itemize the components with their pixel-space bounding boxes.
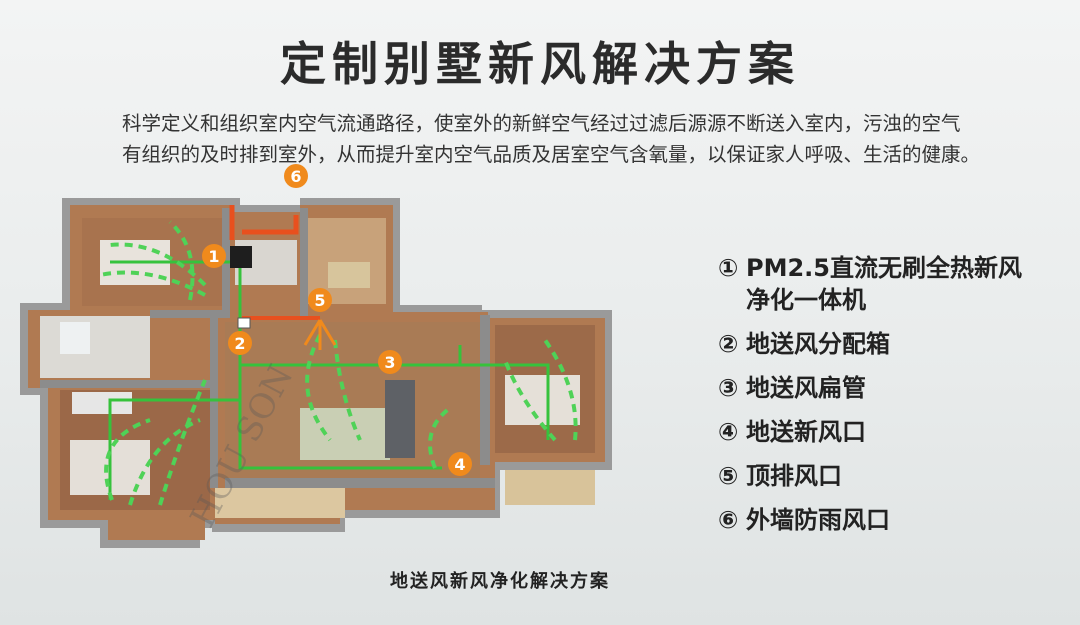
marker-label: 1	[208, 247, 219, 266]
balcony	[215, 488, 345, 518]
bathroom-left	[40, 316, 150, 378]
exhaust-vent	[303, 319, 337, 350]
legend-number: ②	[718, 330, 739, 358]
air-purifier-unit	[230, 246, 252, 268]
legend-number: ③	[718, 374, 739, 402]
description: 科学定义和组织室内空气流通路径，使室外的新鲜空气经过过滤后源源不断送入室内，污浊…	[122, 108, 1042, 170]
marker-label: 4	[454, 455, 465, 474]
marker-5: 5	[308, 288, 332, 312]
marker-1: 1	[202, 244, 226, 268]
legend-text: 外墙防雨风口	[746, 506, 890, 534]
floor-plan-diagram: HOU SON 1 2 3 4 5 6	[20, 164, 612, 548]
legend-text: 地送风扁管	[746, 374, 866, 402]
marker-6: 6	[284, 164, 308, 188]
marker-label: 5	[314, 291, 325, 310]
legend-number: ⑥	[718, 506, 739, 534]
legend-text: 地送风分配箱	[746, 330, 890, 358]
legend-number: ①	[718, 254, 739, 282]
legend-text: PM2.5直流无刷全热新风	[746, 254, 1022, 282]
legend-text-line2: 净化一体机	[746, 286, 866, 314]
rug	[300, 408, 390, 460]
marker-label: 3	[384, 353, 395, 372]
airflow-arrows	[99, 220, 578, 506]
marker-4: 4	[448, 452, 472, 476]
legend-text: 顶排风口	[746, 462, 842, 490]
page-title: 定制别墅新风解决方案	[280, 37, 800, 91]
balcony	[505, 470, 595, 505]
legend-number: ④	[718, 418, 739, 446]
marker-3: 3	[378, 350, 402, 374]
marker-label: 2	[234, 334, 245, 353]
marker-2: 2	[228, 331, 252, 355]
marker-label: 6	[290, 167, 301, 186]
description-line: 有组织的及时排到室外，从而提升室内空气品质及居室空气含氧量，以保证家人呼吸、生活…	[122, 143, 981, 166]
sofa	[385, 380, 415, 458]
diagram-caption: 地送风新风净化解决方案	[390, 571, 610, 592]
legend-number: ⑤	[718, 462, 739, 490]
rug	[328, 262, 370, 288]
description-line: 科学定义和组织室内空气流通路径，使室外的新鲜空气经过过滤后源源不断送入室内，污浊…	[122, 112, 961, 135]
legend-text: 地送新风口	[746, 418, 866, 446]
distribution-box	[237, 317, 251, 329]
